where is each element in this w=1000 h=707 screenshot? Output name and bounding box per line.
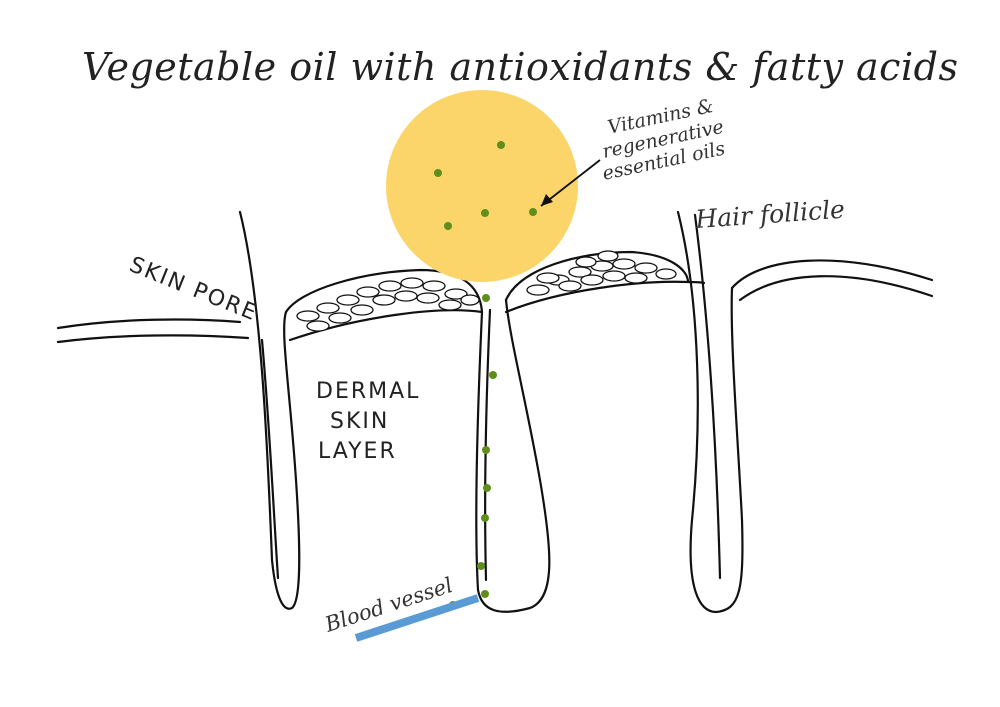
central-follicle-outline: [475, 298, 551, 613]
right-gland-cells: [526, 250, 677, 296]
right-gland-outline: [504, 250, 690, 314]
skin-surface-right-inner: [738, 275, 934, 302]
right-hair-shaft: [693, 213, 722, 580]
blood-vessel: [354, 594, 480, 642]
dermal-label-line1: DERMAL: [316, 379, 420, 404]
skin-pore-outline: [238, 210, 301, 610]
droplet-particles: [434, 141, 537, 230]
skin-pore-label: SKIN PORE: [126, 252, 262, 326]
diagram-title: Vegetable oil with antioxidants & fatty …: [82, 45, 958, 89]
central-follicle-inner: [484, 308, 492, 582]
skin-surface-left-inner: [56, 334, 250, 344]
right-hair-follicle-outline: [676, 210, 744, 614]
dermal-label-line3: LAYER: [318, 439, 397, 464]
oil-droplet: [386, 90, 578, 282]
left-gland-outline: [284, 268, 484, 342]
vitamins-arrow: [540, 159, 601, 207]
skin-surface-right-outer: [730, 259, 934, 290]
dermal-label-line2: SKIN: [330, 409, 389, 434]
skin-pore-shaft: [260, 338, 280, 580]
absorbed-particles: [449, 294, 497, 609]
left-gland-cells: [296, 277, 480, 332]
skin-surface-left-outer: [56, 318, 242, 330]
hair-follicle-label: Hair follicle: [693, 195, 845, 234]
